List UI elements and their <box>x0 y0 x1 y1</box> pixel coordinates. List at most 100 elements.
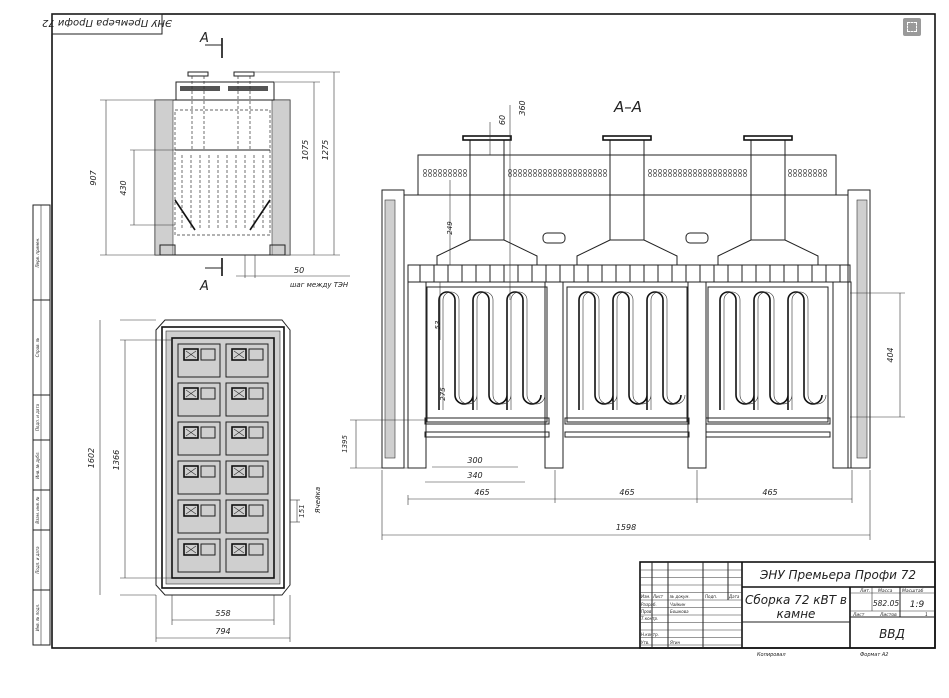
cell-box <box>200 426 216 439</box>
perforation <box>588 169 592 173</box>
bay-tray <box>705 417 831 425</box>
perforation <box>438 173 442 177</box>
lit-label: Лит. <box>859 588 870 594</box>
sheets-label: Листов <box>879 612 897 618</box>
rotated-title-box <box>51 13 163 35</box>
perforation <box>603 173 607 177</box>
perforation <box>423 173 427 177</box>
perforation <box>543 173 547 177</box>
section-mark-bottom: А <box>199 279 209 294</box>
perforation <box>728 169 732 173</box>
perforation <box>703 169 707 173</box>
bay-tray <box>564 417 690 425</box>
lifting-lug <box>542 232 566 244</box>
heating-element-coil <box>582 291 686 410</box>
perforation <box>453 169 457 173</box>
drawing-frame <box>51 13 936 649</box>
cell-box <box>231 465 247 478</box>
dim-1598: 1598 <box>616 523 636 532</box>
perforation <box>668 169 672 173</box>
perforation <box>808 173 812 177</box>
perforation <box>518 173 522 177</box>
perforation <box>673 169 677 173</box>
dim-465-middle: 465 <box>619 488 634 497</box>
dim-60: 60 <box>498 115 507 125</box>
heater-bay <box>707 286 829 423</box>
heater-bay <box>426 286 548 423</box>
perforation <box>653 169 657 173</box>
fullscreen-icon[interactable] <box>903 18 921 36</box>
perforation <box>818 173 822 177</box>
heating-element-coil <box>438 291 542 410</box>
perforation <box>683 169 687 173</box>
cell-box <box>231 504 247 517</box>
plan-cell <box>225 460 269 495</box>
cell-box <box>183 426 199 439</box>
perforation <box>598 173 602 177</box>
perforation <box>513 173 517 177</box>
perforation <box>798 173 802 177</box>
cell-box <box>248 387 264 400</box>
section-view: А–А 60 360 249 53 275 1395 300 340 465 4… <box>341 98 905 540</box>
plan-cell <box>177 499 221 534</box>
cell-cross <box>233 506 245 515</box>
cell-box <box>248 543 264 556</box>
stamp-label: Подп. и дата <box>35 403 40 431</box>
perforation <box>593 173 597 177</box>
chimney-cap <box>743 135 793 141</box>
dim-151: 151 <box>298 504 306 517</box>
cell-box <box>248 465 264 478</box>
perforation <box>713 169 717 173</box>
copied-label: Копировал <box>757 652 786 658</box>
section-title: А–А <box>613 98 642 116</box>
heating-element-coil <box>719 291 823 410</box>
perforation <box>438 169 442 173</box>
cell-box <box>183 465 199 478</box>
plan-cell <box>225 499 269 534</box>
perforation <box>733 169 737 173</box>
cell-box <box>231 543 247 556</box>
person-name: Ягин <box>669 640 680 645</box>
column-header: № докум. <box>669 594 690 599</box>
perforation <box>788 169 792 173</box>
right-wall <box>271 99 291 256</box>
cell-box <box>200 504 216 517</box>
dim-50: 50 <box>294 266 304 275</box>
perforation <box>568 169 572 173</box>
perforation <box>463 173 467 177</box>
perforation <box>668 173 672 177</box>
dim-430: 430 <box>119 180 128 195</box>
perforation <box>533 169 537 173</box>
perforation <box>538 169 542 173</box>
support-column <box>687 281 707 469</box>
cell-cross <box>185 506 197 515</box>
sheets-value: 1 <box>925 612 928 618</box>
perforation <box>533 173 537 177</box>
dim-300: 300 <box>467 456 482 465</box>
perforation <box>818 169 822 173</box>
cell-cross <box>233 389 245 398</box>
stamp-label: Инв. № дубл. <box>35 451 40 478</box>
hood <box>717 239 819 266</box>
cell-cross <box>185 428 197 437</box>
cell-box <box>248 348 264 361</box>
cell-box <box>231 387 247 400</box>
perforation <box>573 169 577 173</box>
heating-element-coil <box>578 291 682 410</box>
sheet-label: Лист <box>852 612 865 618</box>
perforation <box>663 173 667 177</box>
perforation <box>588 173 592 177</box>
perforation <box>578 173 582 177</box>
perforation <box>688 173 692 177</box>
perforation <box>703 173 707 177</box>
stamp-label: Взам. инв. № <box>35 496 40 523</box>
support-column <box>544 281 564 469</box>
cell-box <box>231 426 247 439</box>
perforation <box>433 173 437 177</box>
person-name: Бошкова <box>670 609 689 614</box>
perforation <box>583 169 587 173</box>
perforation <box>798 169 802 173</box>
chimney-cap <box>602 135 652 141</box>
